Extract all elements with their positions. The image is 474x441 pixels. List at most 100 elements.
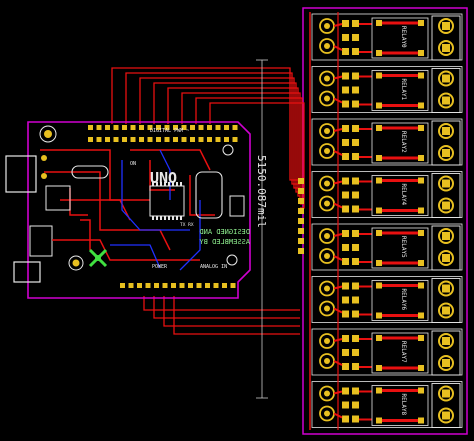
header-pin <box>122 125 127 130</box>
relay-label: RELAY1 <box>400 79 407 101</box>
terminal-block <box>431 278 461 323</box>
relay-label: RELAY7 <box>400 341 407 363</box>
relay-module: RELAY6 <box>311 276 463 323</box>
on-label: ON <box>130 161 136 167</box>
header-pin <box>164 137 170 142</box>
header-pin <box>224 137 229 142</box>
signal-wire <box>181 92 301 200</box>
mounting-hole-br <box>226 254 238 266</box>
resistor-pad <box>352 20 359 27</box>
relay-body <box>371 332 429 374</box>
terminal-pad <box>438 280 454 297</box>
arduino-board: UNO DIGITAL PWM ~ POWER ANALOG IN ON TX … <box>5 121 304 299</box>
relay-label: RELAY4 <box>400 184 407 206</box>
resistor-pad <box>352 335 359 342</box>
resistor-pad <box>342 387 349 395</box>
terminal-block <box>431 225 461 271</box>
resistor-pad <box>352 125 359 132</box>
mounting-hole-bl <box>68 255 84 271</box>
resistor-pad <box>342 205 349 213</box>
header-pin <box>130 137 136 142</box>
terminal-pad <box>438 18 454 34</box>
header-pins <box>88 125 304 288</box>
terminal-pad <box>438 407 454 424</box>
terminal-block <box>431 330 461 376</box>
terminal-pad <box>438 228 454 244</box>
header-pin <box>232 137 238 142</box>
header-pin <box>298 208 304 214</box>
header-pin <box>298 178 304 184</box>
resistor-pad <box>352 363 359 370</box>
relay-contact-trace <box>382 126 418 160</box>
header-pin <box>120 283 125 288</box>
terminal-pad <box>438 302 454 319</box>
header-pin <box>207 137 212 142</box>
header-pin <box>207 125 212 130</box>
header-pin <box>156 137 161 142</box>
relay-body <box>371 122 429 164</box>
resistor-pad <box>342 100 349 108</box>
header-pin <box>230 283 236 288</box>
connection-wires <box>111 12 339 430</box>
header-pin <box>137 283 142 288</box>
header-pin <box>128 283 134 288</box>
relay-label: RELAY2 <box>400 131 407 153</box>
board-logo: UNO <box>150 169 177 187</box>
terminal-block <box>431 383 461 428</box>
header-pin <box>215 137 221 142</box>
digital-header-label: DIGITAL PWM ~ <box>150 128 189 134</box>
resistor-pad <box>342 335 349 342</box>
relay-contact-trace <box>382 21 418 55</box>
designed-by-text: DESIGNED AND <box>199 228 250 236</box>
resistor-pad <box>342 244 349 251</box>
relay-contact-trace <box>382 336 418 370</box>
signal-wire <box>111 67 300 181</box>
header-pin <box>113 125 119 130</box>
crystal-oscillator <box>71 165 109 179</box>
relay-body <box>371 385 429 426</box>
header-pin <box>205 283 210 288</box>
resistor-pad <box>342 48 349 55</box>
regulator <box>29 225 53 257</box>
header-pin <box>298 188 304 194</box>
header-pin <box>164 125 170 130</box>
terminal-pad <box>438 40 454 56</box>
relay-body <box>371 17 429 59</box>
relay-label: RELAY6 <box>400 289 407 311</box>
resistor-pad <box>342 310 349 318</box>
usb-connector <box>5 155 37 193</box>
header-pin <box>105 137 110 142</box>
header-pin <box>147 125 153 130</box>
resistor-pad <box>342 258 349 265</box>
header-pin <box>198 137 204 142</box>
relay-contact-trace <box>382 179 418 212</box>
resistor-pad <box>342 125 349 132</box>
resistor-pad <box>352 86 359 94</box>
resistor-pad <box>342 34 349 41</box>
mcu-pads <box>152 182 182 220</box>
header-pin <box>298 228 304 234</box>
header-pin <box>162 283 168 288</box>
resistor-pad <box>342 401 349 409</box>
terminal-pad <box>438 70 454 87</box>
header-pin <box>298 248 304 254</box>
terminal-block <box>431 120 461 166</box>
header-pin <box>179 283 185 288</box>
bottom-traces <box>110 149 201 271</box>
relay-module: RELAY5 <box>311 223 463 271</box>
header-pin <box>213 283 219 288</box>
header-pin <box>88 125 93 130</box>
relay-module-frame <box>311 223 463 271</box>
terminal-pad <box>438 92 454 109</box>
icsp-header <box>229 195 245 217</box>
relay-module: RELAY1 <box>311 66 463 113</box>
header-pin <box>88 137 93 142</box>
relay-body <box>371 175 429 216</box>
resistor-pad <box>352 310 359 318</box>
signal-wire <box>125 72 300 185</box>
header-pin <box>122 137 127 142</box>
power-wire <box>153 296 300 319</box>
relay-module-frame <box>311 328 463 376</box>
resistor-pad <box>342 230 349 237</box>
